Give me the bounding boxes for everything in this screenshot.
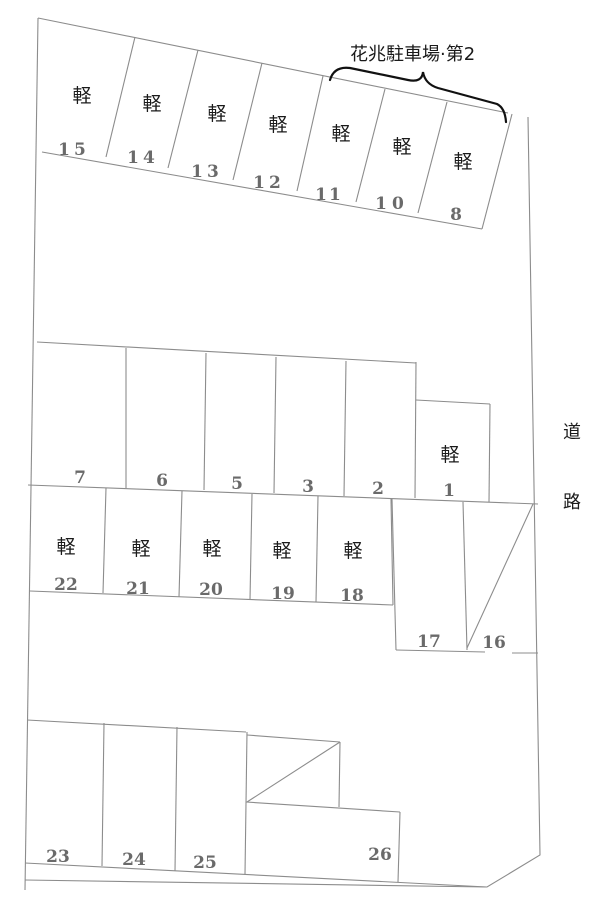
parking-space-8[interactable]: 軽 8	[450, 151, 472, 225]
kei-label: 軽	[392, 136, 411, 158]
kei-label: 軽	[440, 444, 459, 466]
parking-space-18[interactable]: 軽 18	[340, 540, 364, 606]
space-number: 14	[127, 148, 159, 168]
parking-space-17[interactable]: 17	[417, 632, 441, 652]
kei-label: 軽	[131, 538, 150, 560]
parking-space-22[interactable]: 軽 22	[54, 536, 78, 595]
kei-label: 軽	[72, 85, 91, 107]
road-char-1: 道	[563, 422, 581, 443]
space-number: 8	[450, 205, 462, 225]
parking-space-5[interactable]: 5	[231, 474, 243, 494]
parking-space-14[interactable]: 軽 14	[127, 93, 161, 168]
space-number: 11	[315, 185, 343, 205]
space-number: 7	[74, 468, 86, 488]
kei-label: 軽	[56, 536, 75, 558]
lot-boundary	[24, 17, 541, 891]
parking-space-25[interactable]: 25	[193, 853, 217, 873]
lot-title: 花兆駐車場·第2	[350, 44, 475, 65]
space-number: 2	[372, 479, 384, 499]
space-number: 10	[375, 194, 409, 214]
space-number: 26	[368, 845, 392, 865]
parking-space-16[interactable]: 16	[482, 633, 506, 653]
kei-label: 軽	[331, 123, 350, 145]
space-number: 23	[46, 847, 70, 867]
space-number: 12	[253, 173, 285, 193]
parking-space-3[interactable]: 3	[302, 477, 314, 497]
row-lower	[29, 487, 538, 654]
row-middle	[27, 341, 539, 505]
parking-space-7[interactable]: 7	[74, 468, 86, 488]
parking-space-15[interactable]: 軽 15	[58, 85, 91, 160]
lot-title-group: 花兆駐車場·第2	[328, 44, 508, 124]
kei-label: 軽	[268, 114, 287, 136]
space-number: 22	[54, 575, 78, 595]
space-number: 3	[302, 477, 314, 497]
parking-space-10[interactable]: 軽 10	[375, 136, 411, 214]
space-number: 24	[122, 850, 146, 870]
brace-icon	[328, 66, 508, 124]
road-char-2: 路	[563, 492, 581, 513]
parking-space-6[interactable]: 6	[156, 471, 168, 491]
space-number: 5	[231, 474, 243, 494]
space-number: 18	[340, 586, 364, 606]
space-number: 6	[156, 471, 168, 491]
space-number: 1	[443, 481, 455, 501]
space-number: 16	[482, 633, 506, 653]
kei-label: 軽	[343, 540, 362, 562]
parking-space-2[interactable]: 2	[372, 479, 384, 499]
row-top	[41, 36, 513, 230]
kei-label: 軽	[202, 538, 221, 560]
parking-space-1[interactable]: 軽 1	[440, 444, 459, 501]
space-number: 25	[193, 853, 217, 873]
parking-space-19[interactable]: 軽 19	[271, 540, 295, 604]
space-number: 13	[191, 162, 223, 182]
space-number: 21	[126, 579, 150, 599]
space-number: 20	[199, 580, 223, 600]
parking-space-21[interactable]: 軽 21	[126, 538, 150, 599]
space-number: 19	[271, 584, 295, 604]
parking-space-23[interactable]: 23	[46, 847, 70, 867]
parking-space-12[interactable]: 軽 12	[253, 114, 287, 193]
parking-space-11[interactable]: 軽 11	[315, 123, 350, 205]
space-number: 15	[58, 140, 90, 160]
space-number: 17	[417, 632, 441, 652]
parking-space-13[interactable]: 軽 13	[191, 103, 226, 182]
parking-space-20[interactable]: 軽 20	[199, 538, 223, 600]
parking-space-26[interactable]: 26	[368, 845, 392, 865]
kei-label: 軽	[207, 103, 226, 125]
parking-space-24[interactable]: 24	[122, 850, 146, 870]
kei-label: 軽	[453, 151, 472, 173]
kei-label: 軽	[142, 93, 161, 115]
row-bottom	[24, 719, 488, 888]
kei-label: 軽	[272, 540, 291, 562]
road-label: 道 路	[563, 422, 581, 513]
